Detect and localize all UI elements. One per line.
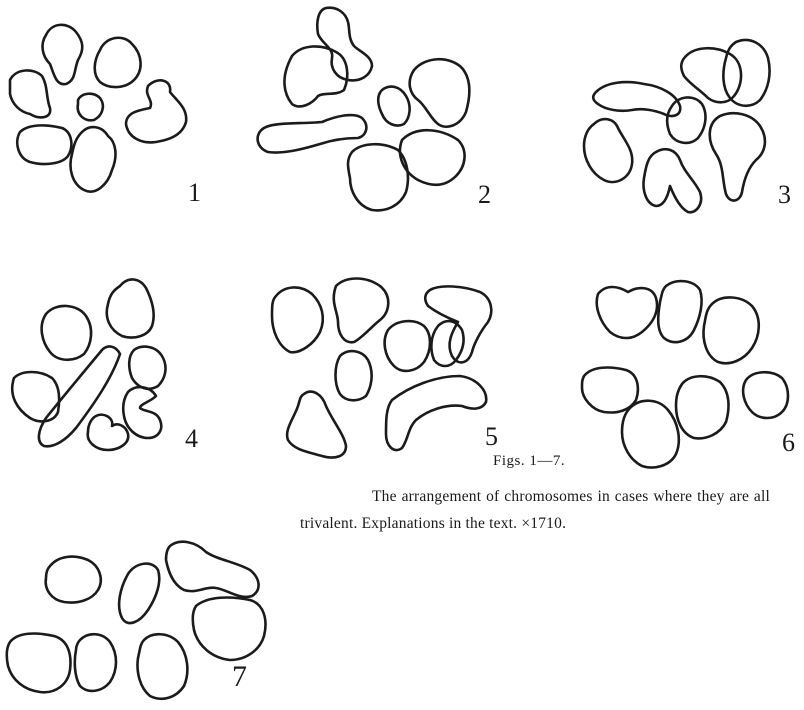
chromosome bbox=[46, 557, 101, 603]
chromosome bbox=[676, 376, 728, 438]
chromosome bbox=[710, 113, 765, 200]
chromosome bbox=[78, 94, 103, 121]
figure-2-chromosomes bbox=[258, 8, 470, 211]
chromosome bbox=[12, 372, 59, 421]
figure-number-4: 4 bbox=[185, 426, 198, 452]
chromosome bbox=[43, 25, 83, 84]
chromosome bbox=[667, 97, 705, 143]
chromosome bbox=[10, 70, 50, 117]
chromosome bbox=[400, 130, 465, 185]
figure-number-6: 6 bbox=[782, 430, 795, 456]
caption-text: The arrangement of chromosomes in cases … bbox=[300, 483, 770, 537]
chromosome bbox=[272, 287, 323, 352]
figure-7-chromosomes bbox=[7, 542, 266, 699]
chromosome bbox=[39, 347, 120, 447]
chromosome bbox=[75, 634, 116, 691]
figure-5-chromosomes bbox=[272, 279, 491, 458]
chromosome bbox=[334, 279, 388, 343]
chromosome bbox=[593, 82, 680, 116]
chromosome bbox=[582, 368, 638, 413]
chromosome bbox=[129, 347, 165, 389]
chromosome bbox=[287, 392, 346, 458]
chromosome bbox=[658, 281, 701, 342]
figure-number-2: 2 bbox=[478, 182, 491, 208]
chromosome bbox=[7, 634, 71, 693]
chromosome bbox=[378, 87, 409, 126]
chromosome bbox=[431, 321, 463, 366]
chromosome bbox=[704, 297, 759, 363]
chromosome bbox=[681, 48, 741, 102]
chromosome bbox=[193, 598, 266, 660]
chromosome bbox=[42, 306, 91, 360]
chromosome bbox=[123, 387, 161, 438]
chromosome bbox=[385, 321, 430, 371]
figure-6-chromosomes bbox=[582, 281, 788, 467]
chromosome bbox=[17, 125, 71, 164]
figure-number-3: 3 bbox=[778, 182, 791, 208]
chromosome bbox=[317, 8, 372, 81]
chromosome bbox=[95, 38, 141, 87]
chromosome bbox=[622, 401, 679, 468]
chromosome bbox=[88, 415, 128, 450]
chromosome bbox=[71, 127, 116, 192]
figure-1-chromosomes bbox=[10, 25, 186, 192]
chromosome bbox=[597, 287, 657, 338]
caption-title: Figs. 1—7. bbox=[493, 453, 565, 470]
chromosome bbox=[743, 372, 788, 418]
figure-number-1: 1 bbox=[188, 180, 201, 206]
figure-3-chromosomes bbox=[584, 40, 770, 212]
chromosome bbox=[644, 149, 702, 212]
chromosome bbox=[258, 115, 367, 152]
figure-4-chromosomes bbox=[12, 279, 165, 450]
figure-number-5: 5 bbox=[485, 424, 498, 450]
chromosome bbox=[336, 351, 372, 400]
figure-number-7: 7 bbox=[232, 662, 247, 692]
chromosome bbox=[386, 376, 486, 450]
chromosome bbox=[584, 119, 632, 182]
chromosome bbox=[107, 279, 154, 337]
chromosome bbox=[119, 564, 159, 623]
chromosome bbox=[166, 542, 259, 597]
chromosome bbox=[723, 40, 769, 106]
chromosome bbox=[410, 59, 470, 126]
chromosome bbox=[138, 634, 188, 699]
chromosome bbox=[126, 80, 186, 142]
